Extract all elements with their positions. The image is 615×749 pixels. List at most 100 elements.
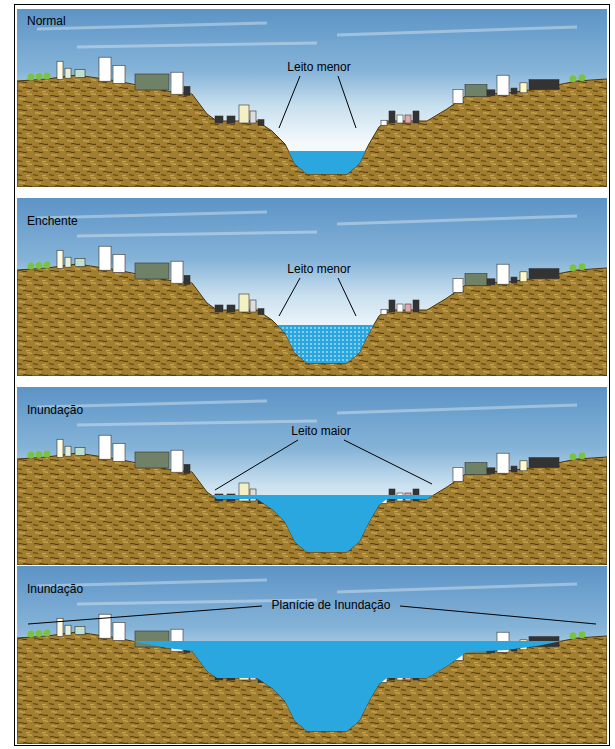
building bbox=[171, 450, 183, 472]
tree bbox=[28, 631, 35, 638]
sky-streak bbox=[37, 23, 577, 47]
leader-line bbox=[279, 76, 300, 128]
tree bbox=[36, 73, 43, 80]
river-panel bbox=[17, 198, 607, 376]
tree bbox=[36, 262, 43, 269]
water bbox=[17, 641, 607, 744]
building bbox=[99, 57, 111, 81]
tree bbox=[570, 632, 577, 639]
tree bbox=[44, 451, 51, 458]
building bbox=[75, 69, 85, 77]
building bbox=[465, 274, 487, 286]
building bbox=[520, 272, 527, 282]
sky bbox=[17, 387, 607, 565]
building bbox=[258, 120, 264, 126]
tree bbox=[28, 263, 35, 270]
building bbox=[113, 443, 125, 461]
leader-line bbox=[338, 278, 356, 316]
building bbox=[227, 305, 235, 312]
tree bbox=[579, 74, 586, 81]
sky bbox=[17, 198, 607, 376]
building bbox=[113, 254, 125, 272]
building bbox=[529, 269, 559, 279]
building bbox=[184, 464, 190, 473]
building bbox=[184, 86, 190, 95]
building bbox=[65, 257, 71, 267]
building bbox=[497, 453, 509, 473]
building bbox=[511, 466, 517, 472]
city bbox=[28, 246, 586, 314]
building bbox=[227, 116, 235, 123]
building bbox=[215, 116, 223, 123]
building bbox=[215, 305, 223, 312]
building bbox=[135, 263, 169, 279]
channel-label: Leito maior bbox=[291, 424, 350, 438]
tree bbox=[570, 264, 577, 271]
building bbox=[239, 294, 249, 312]
building bbox=[405, 304, 411, 312]
building bbox=[113, 622, 125, 640]
tree bbox=[570, 75, 577, 82]
ground bbox=[17, 632, 607, 744]
ground bbox=[17, 75, 607, 187]
leader-line bbox=[344, 440, 432, 484]
water bbox=[17, 495, 607, 565]
tree bbox=[36, 451, 43, 458]
building bbox=[487, 468, 495, 474]
building bbox=[99, 435, 111, 459]
building bbox=[75, 447, 85, 455]
building bbox=[397, 304, 403, 312]
building bbox=[239, 105, 249, 123]
water bbox=[17, 325, 607, 376]
building bbox=[511, 88, 517, 94]
building bbox=[113, 65, 125, 83]
building bbox=[135, 74, 169, 90]
channel-label: Leito menor bbox=[287, 262, 350, 276]
river-panel bbox=[17, 387, 607, 565]
city bbox=[28, 435, 586, 503]
leader-line bbox=[279, 278, 300, 316]
tree bbox=[36, 630, 43, 637]
building bbox=[99, 246, 111, 270]
building bbox=[381, 120, 387, 125]
building bbox=[520, 461, 527, 471]
building bbox=[75, 626, 85, 634]
panel-title: Inundação bbox=[27, 582, 83, 596]
building bbox=[171, 72, 183, 94]
building bbox=[497, 264, 509, 284]
tree bbox=[579, 452, 586, 459]
tree bbox=[28, 452, 35, 459]
sky bbox=[17, 566, 607, 744]
sky-streak bbox=[37, 401, 577, 425]
sky-streak bbox=[37, 212, 577, 236]
building bbox=[65, 625, 71, 635]
leader-line bbox=[338, 76, 356, 128]
building bbox=[250, 300, 256, 312]
building bbox=[405, 115, 411, 123]
tree bbox=[44, 73, 51, 80]
leader-line bbox=[400, 606, 596, 624]
building bbox=[258, 309, 264, 315]
sky bbox=[17, 9, 607, 187]
building bbox=[75, 258, 85, 266]
water bbox=[17, 151, 607, 187]
frame bbox=[15, 5, 610, 746]
building bbox=[413, 111, 419, 123]
building bbox=[250, 111, 256, 123]
ground bbox=[17, 453, 607, 565]
tree bbox=[570, 453, 577, 460]
building bbox=[497, 75, 509, 95]
building bbox=[57, 439, 63, 457]
building bbox=[397, 115, 403, 123]
tree bbox=[28, 74, 35, 81]
building bbox=[465, 463, 487, 475]
building bbox=[135, 452, 169, 468]
building bbox=[520, 83, 527, 93]
building bbox=[529, 458, 559, 468]
city bbox=[28, 57, 586, 125]
building bbox=[57, 61, 63, 79]
building bbox=[465, 85, 487, 97]
building bbox=[57, 250, 63, 268]
